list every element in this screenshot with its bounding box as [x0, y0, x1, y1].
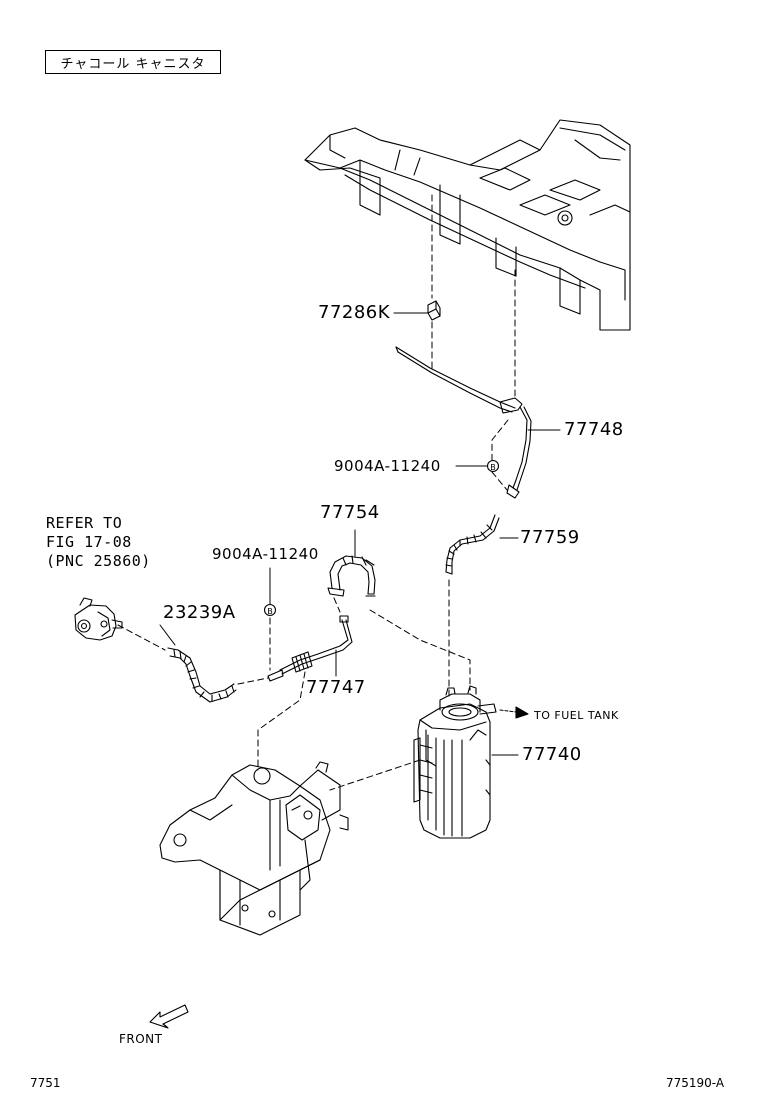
clip-77286K-part: [427, 300, 441, 321]
to-fuel-tank-label: TO FUEL TANK: [534, 709, 619, 722]
label-77748: 77748: [564, 419, 624, 440]
to-fuel-tank-arrow: [499, 706, 529, 719]
tube-77747-part: [267, 615, 353, 682]
hose-77754-part: [327, 555, 376, 597]
front-label: FRONT: [119, 1032, 163, 1046]
canister-bracket-part: [159, 761, 349, 936]
reference-line-2: FIG 17-08: [46, 533, 132, 551]
hose-77748-part: [395, 346, 532, 499]
b-marker-upper: B: [490, 463, 496, 472]
leader-lines: [159, 312, 561, 756]
reference-line-1: REFER TO: [46, 514, 123, 532]
b-marker-lower: B: [267, 607, 273, 616]
reference-line-3: (PNC 25860): [46, 552, 151, 570]
charcoal-canister-part: [413, 685, 497, 839]
diagram-title: チャコール キャニスタ: [45, 50, 221, 74]
assembly-dashed-lines: [117, 194, 516, 791]
label-77754: 77754: [320, 502, 380, 523]
label-9004A-lower: 9004A-11240: [212, 545, 319, 563]
page-code: 7751: [30, 1076, 61, 1090]
vsv-valve-part: [74, 597, 123, 641]
label-77759: 77759: [520, 527, 580, 548]
label-9004A-upper: 9004A-11240: [334, 457, 441, 475]
reference-note: REFER TO FIG 17-08 (PNC 25860): [46, 514, 151, 571]
b-markers: [263, 459, 500, 617]
label-23239A: 23239A: [163, 602, 236, 623]
vehicle-floor-panel: [304, 119, 631, 331]
hose-77759-part: [445, 514, 500, 575]
figure-id: 775190-A: [666, 1076, 725, 1090]
label-77747: 77747: [306, 677, 366, 698]
front-arrow: [149, 1004, 189, 1029]
label-77286K: 77286K: [318, 302, 391, 323]
hose-23239A-part: [167, 647, 237, 703]
label-77740: 77740: [522, 744, 582, 765]
